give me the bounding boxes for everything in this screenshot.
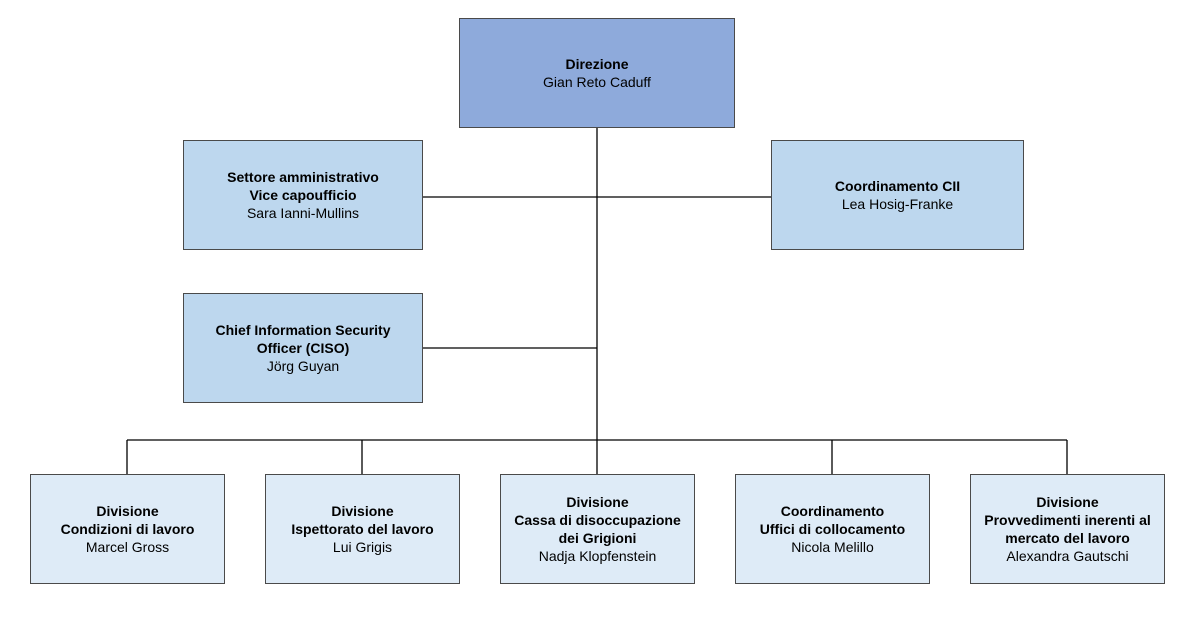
box-division-cassa: Divisione Cassa di disoccupazione dei Gr… xyxy=(500,474,695,584)
division-person: Marcel Gross xyxy=(85,539,170,555)
ciso-title-2: Officer (CISO) xyxy=(256,340,350,356)
division-title-1: Divisione xyxy=(331,503,394,519)
division-title-2: Provvedimenti inerenti al xyxy=(984,512,1151,528)
division-title-3: mercato del lavoro xyxy=(1005,530,1130,546)
box-direzione: Direzione Gian Reto Caduff xyxy=(459,18,735,128)
division-title-1: Divisione xyxy=(1036,494,1099,510)
division-person: Lui Grigis xyxy=(332,539,393,555)
box-division-provvedimenti: Divisione Provvedimenti inerenti al merc… xyxy=(970,474,1165,584)
division-title-2: Uffici di collocamento xyxy=(759,521,906,537)
ciso-person: Jörg Guyan xyxy=(266,358,340,374)
box-ciso: Chief Information Security Officer (CISO… xyxy=(183,293,423,403)
box-coordinamento-cii: Coordinamento CII Lea Hosig-Franke xyxy=(771,140,1024,250)
division-person: Nadja Klopfenstein xyxy=(538,548,657,564)
division-title-2: Condizioni di lavoro xyxy=(60,521,195,537)
amministrativo-title-2: Vice capoufficio xyxy=(249,187,357,203)
box-division-ispettorato: Divisione Ispettorato del lavoro Lui Gri… xyxy=(265,474,460,584)
box-coordinamento-uffici: Coordinamento Uffici di collocamento Nic… xyxy=(735,474,930,584)
division-title-1: Divisione xyxy=(566,494,629,510)
division-title-1: Coordinamento xyxy=(780,503,885,519)
box-settore-amministrativo: Settore amministrativo Vice capoufficio … xyxy=(183,140,423,250)
direzione-title: Direzione xyxy=(565,56,629,72)
division-title-2: Ispettorato del lavoro xyxy=(291,521,434,537)
amministrativo-person: Sara Ianni-Mullins xyxy=(246,205,360,221)
coordinamento-cii-title: Coordinamento CII xyxy=(834,178,961,194)
division-title-3: dei Grigioni xyxy=(558,530,637,546)
division-title-1: Divisione xyxy=(96,503,159,519)
amministrativo-title-1: Settore amministrativo xyxy=(227,169,379,185)
direzione-person: Gian Reto Caduff xyxy=(543,74,651,90)
division-title-2: Cassa di disoccupazione xyxy=(514,512,681,528)
box-division-condizioni: Divisione Condizioni di lavoro Marcel Gr… xyxy=(30,474,225,584)
division-person: Alexandra Gautschi xyxy=(1006,548,1129,564)
coordinamento-cii-person: Lea Hosig-Franke xyxy=(841,196,954,212)
division-person: Nicola Melillo xyxy=(791,539,874,555)
ciso-title-1: Chief Information Security xyxy=(215,322,391,338)
